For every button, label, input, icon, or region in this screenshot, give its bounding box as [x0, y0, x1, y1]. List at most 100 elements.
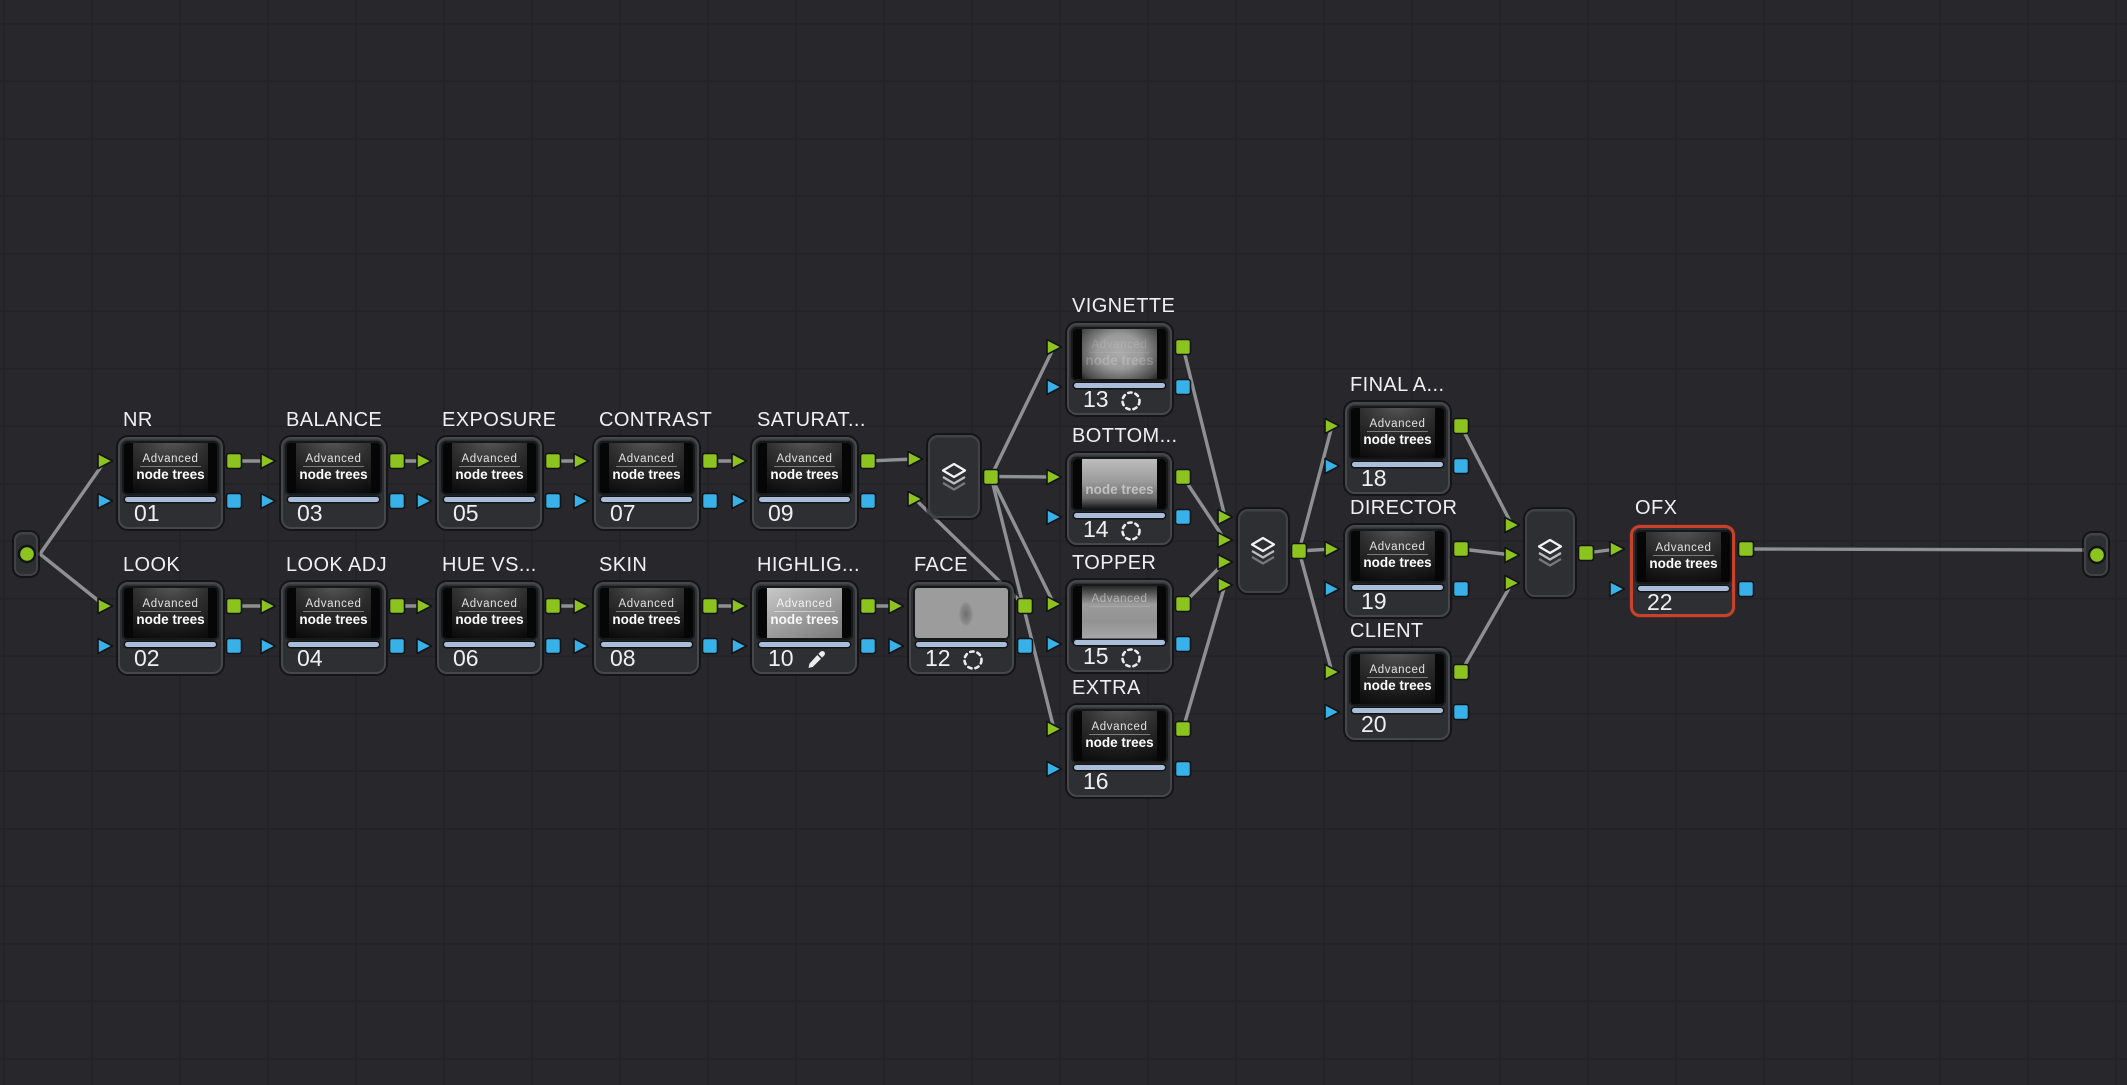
key-output-port[interactable]	[544, 492, 562, 510]
key-output-port[interactable]	[701, 637, 719, 655]
rgb-input-port[interactable]	[95, 451, 115, 471]
key-input-port[interactable]	[258, 636, 278, 656]
rgb-output-port[interactable]	[225, 452, 243, 470]
rgb-input-port[interactable]	[1044, 719, 1064, 739]
rgb-input-port[interactable]	[414, 451, 434, 471]
key-input-port[interactable]	[729, 636, 749, 656]
source-node[interactable]	[14, 532, 38, 576]
rgb-input-port[interactable]	[258, 596, 278, 616]
key-output-port[interactable]	[225, 492, 243, 510]
rgb-input-port[interactable]	[1215, 575, 1235, 595]
key-input-port[interactable]	[258, 491, 278, 511]
rgb-input-port[interactable]	[905, 489, 925, 509]
rgb-input-port[interactable]	[1607, 539, 1627, 559]
layer-mixer-node-2[interactable]	[1238, 509, 1288, 593]
rgb-input-port[interactable]	[571, 451, 591, 471]
key-output-port[interactable]	[859, 637, 877, 655]
key-input-port[interactable]	[95, 491, 115, 511]
rgb-input-port[interactable]	[1502, 545, 1522, 565]
key-output-port[interactable]	[701, 492, 719, 510]
rgb-output-port[interactable]	[982, 468, 1000, 486]
key-output-port[interactable]	[859, 492, 877, 510]
rgb-input-port[interactable]	[886, 596, 906, 616]
rgb-output-port[interactable]	[1737, 540, 1755, 558]
key-output-port[interactable]	[1452, 703, 1470, 721]
key-output-port[interactable]	[1737, 580, 1755, 598]
key-input-port[interactable]	[414, 491, 434, 511]
key-output-port[interactable]	[1016, 637, 1034, 655]
key-output-port[interactable]	[225, 637, 243, 655]
rgb-output-port[interactable]	[544, 452, 562, 470]
rgb-input-port[interactable]	[1322, 416, 1342, 436]
key-input-port[interactable]	[1607, 579, 1627, 599]
rgb-input-port[interactable]	[414, 596, 434, 616]
key-input-port[interactable]	[886, 636, 906, 656]
rgb-input-port[interactable]	[258, 451, 278, 471]
rgb-input-port[interactable]	[729, 451, 749, 471]
rgb-input-port[interactable]	[905, 449, 925, 469]
key-output-port[interactable]	[1174, 378, 1192, 396]
rgb-output-port[interactable]	[1174, 468, 1192, 486]
rgb-input-port[interactable]	[95, 596, 115, 616]
rgb-input-port[interactable]	[1215, 530, 1235, 550]
key-input-port[interactable]	[1322, 702, 1342, 722]
rgb-output-port[interactable]	[701, 452, 719, 470]
rgb-input-port[interactable]	[1044, 467, 1064, 487]
rgb-input-port[interactable]	[1322, 539, 1342, 559]
output-node[interactable]	[2084, 533, 2108, 576]
rgb-input-port[interactable]	[729, 596, 749, 616]
key-input-port[interactable]	[1322, 456, 1342, 476]
key-output-port[interactable]	[1174, 760, 1192, 778]
rgb-output-port[interactable]	[1174, 595, 1192, 613]
rgb-output-port[interactable]	[1174, 338, 1192, 356]
key-output-port[interactable]	[1174, 508, 1192, 526]
key-output-port[interactable]	[388, 492, 406, 510]
rgb-output-port[interactable]	[859, 452, 877, 470]
key-input-port[interactable]	[95, 636, 115, 656]
layer-mixer-node-3[interactable]	[1525, 509, 1575, 597]
rgb-output-port[interactable]	[388, 452, 406, 470]
key-input-port[interactable]	[1044, 759, 1064, 779]
key-input-port[interactable]	[571, 491, 591, 511]
rgb-output-port[interactable]	[1452, 663, 1470, 681]
rgb-input-port[interactable]	[1502, 515, 1522, 535]
rgb-output-port[interactable]	[1452, 540, 1470, 558]
key-input-port[interactable]	[414, 636, 434, 656]
rgb-input-port[interactable]	[571, 596, 591, 616]
key-input-port[interactable]	[1322, 579, 1342, 599]
key-output-port[interactable]	[388, 637, 406, 655]
key-input-port[interactable]	[1044, 634, 1064, 654]
rgb-input-port[interactable]	[1044, 594, 1064, 614]
rgb-input-port[interactable]	[1215, 552, 1235, 572]
key-input-port[interactable]	[729, 491, 749, 511]
rgb-input-port[interactable]	[1502, 573, 1522, 593]
rgb-output-port[interactable]	[1577, 544, 1595, 562]
rgb-output-port[interactable]	[701, 597, 719, 615]
key-output-port[interactable]	[1174, 635, 1192, 653]
key-input-port[interactable]	[1044, 377, 1064, 397]
rgb-input-port[interactable]	[1215, 507, 1235, 527]
rgb-input-port[interactable]	[1044, 337, 1064, 357]
key-input-port[interactable]	[1044, 507, 1064, 527]
rgb-output-port[interactable]	[544, 597, 562, 615]
rgb-output-port[interactable]	[1016, 597, 1034, 615]
rgb-output-port[interactable]	[1174, 720, 1192, 738]
key-output-port[interactable]	[544, 637, 562, 655]
